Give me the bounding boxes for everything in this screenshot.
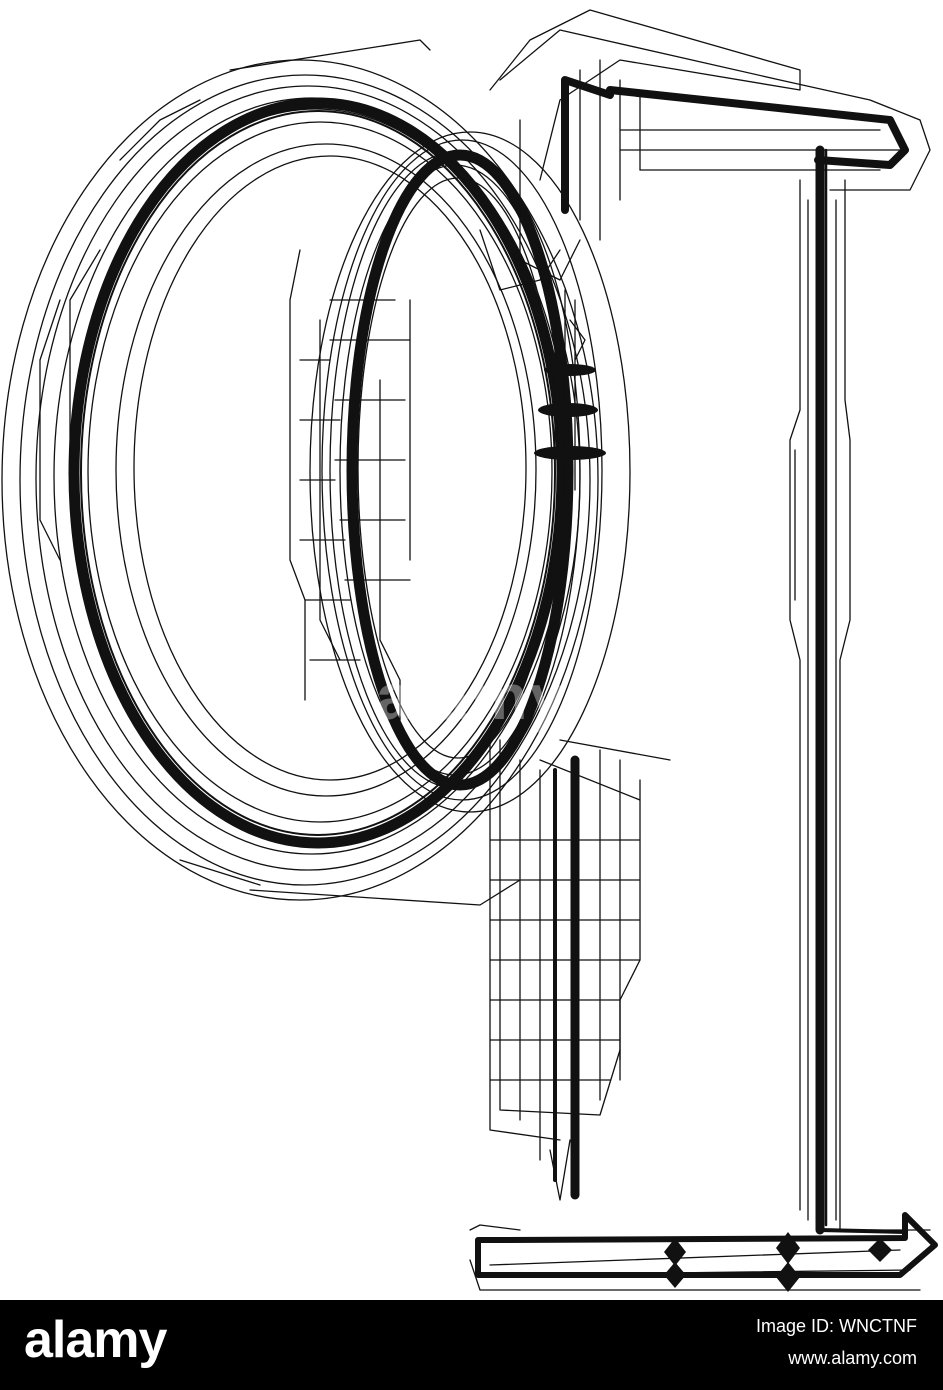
- letter-q-illustration: alamy: [1, 9, 938, 1292]
- site-url: www.alamy.com: [788, 1348, 917, 1368]
- main-bowl-stroke: [68, 97, 568, 849]
- inner-counter-stroke: [346, 149, 574, 791]
- base-bar-lines: [469, 1224, 931, 1291]
- alamy-logo: alamy: [24, 1311, 167, 1369]
- leaf-ornaments: [534, 364, 606, 460]
- image-id-label: Image ID: WNCTNF: [755, 1316, 917, 1336]
- stock-footer-bar: alamy Image ID: WNCTNF www.alamy.com: [0, 1300, 943, 1390]
- outer-bowl-lines: [1, 39, 599, 906]
- base-bar-stroke: [475, 1212, 938, 1278]
- top-bar-stroke: [561, 76, 909, 214]
- base-dot-ornaments: [664, 1232, 892, 1292]
- descender-lines: [489, 729, 671, 1201]
- shoulder-lines: [479, 9, 931, 291]
- stem-lines: [789, 179, 851, 1231]
